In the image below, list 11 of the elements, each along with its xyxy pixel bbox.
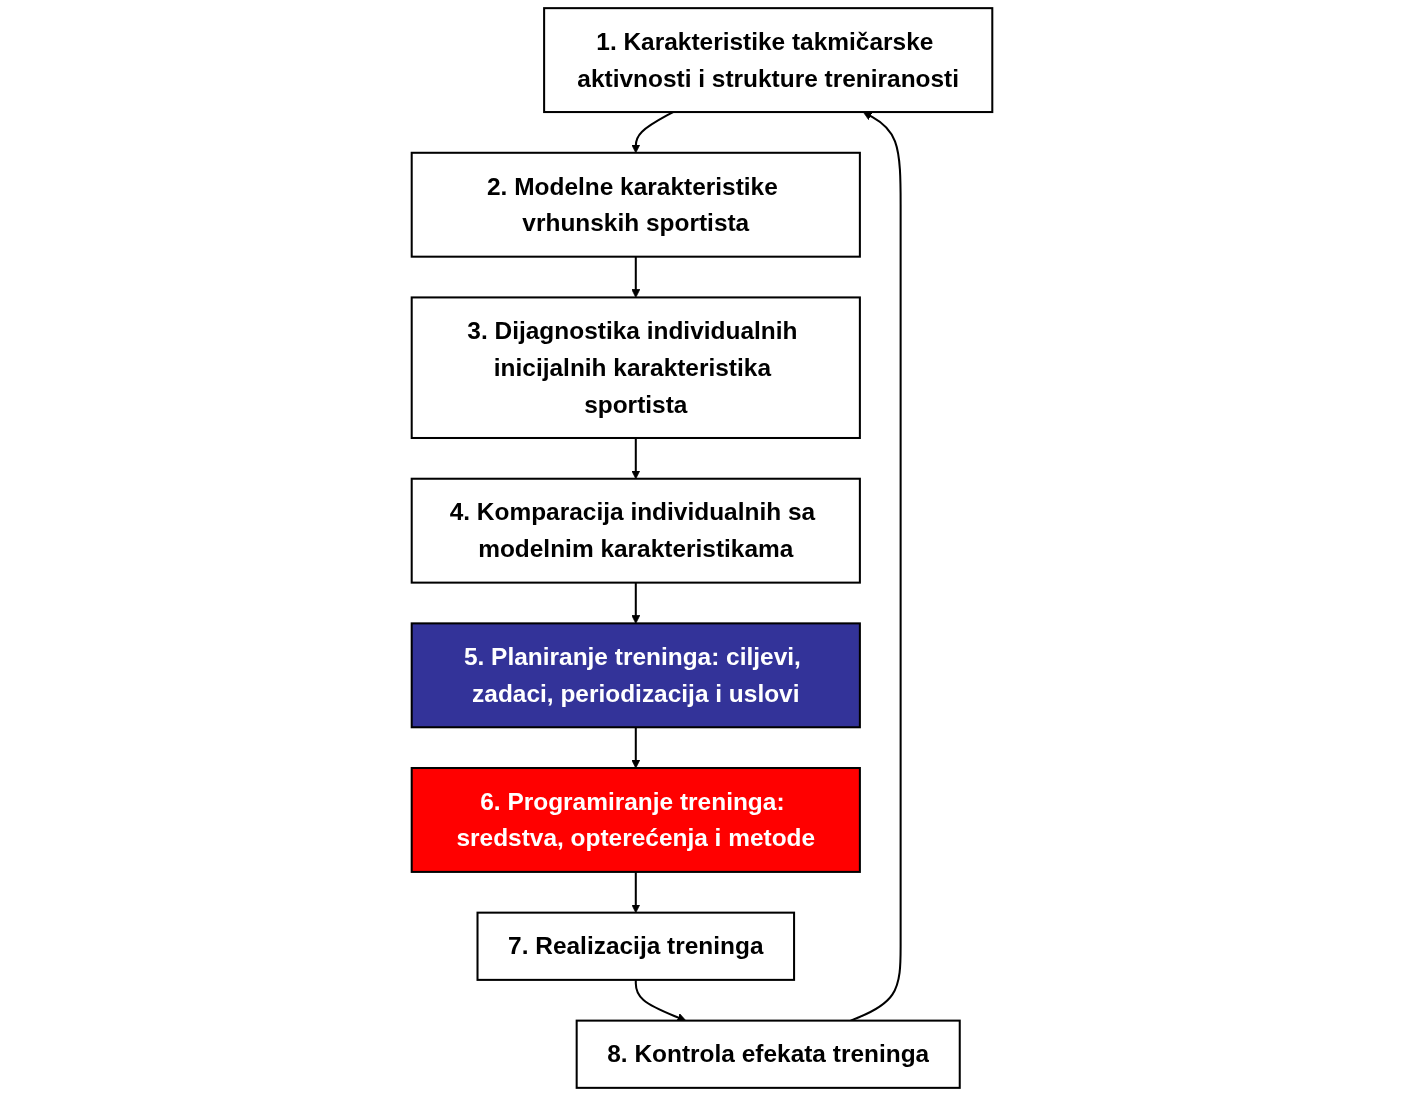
node-box: 6. Programiranje treninga: sredstva, opterećenja i metode (410, 767, 861, 873)
arrow (631, 582, 641, 624)
node-box: 8. Kontrola efekata treninga (575, 1019, 961, 1089)
node-box: 2. Modelne karakteristike vrhunskih sportista (410, 151, 861, 258)
node-box: 1. Karakteristike takmičarske aktivnosti i strukture treniranosti (543, 7, 994, 114)
node-box: 5. Planiranje treninga: ciljevi, zadaci, periodizacija i uslovi (410, 622, 861, 729)
arrow (631, 256, 641, 298)
node-box: 3. Dijagnostika individualnih inicijalnih karakteristika sportista (410, 296, 861, 439)
node-box: 4. Komparacija individualnih sa modelnim karakteristikama (410, 477, 861, 584)
arrow (631, 727, 641, 769)
node-box: 7. Realizacija treninga (476, 911, 796, 981)
